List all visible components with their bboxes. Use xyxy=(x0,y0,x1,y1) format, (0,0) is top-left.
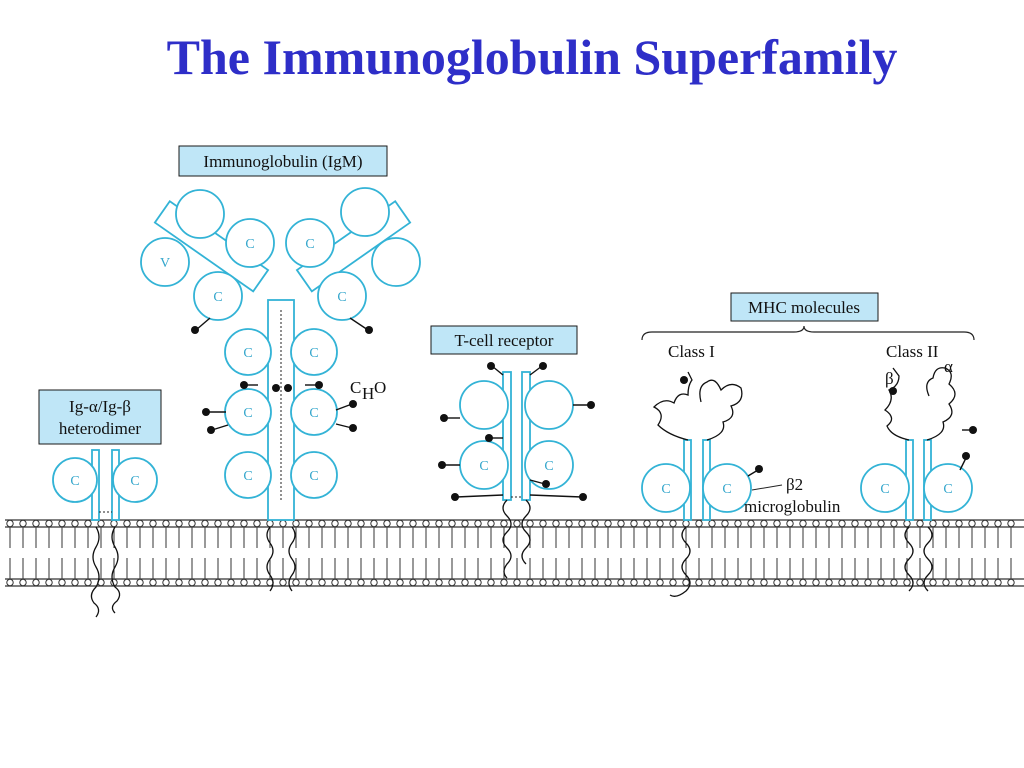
ig-alpha-beta-label-box xyxy=(38,389,162,445)
carbohydrate-label-h: H xyxy=(362,384,374,403)
ig-alpha-c-domain xyxy=(52,457,98,503)
domain-label: C xyxy=(213,290,222,305)
domain-label: C xyxy=(309,346,318,361)
igm-label: Immunoglobulin (IgM) xyxy=(203,152,362,171)
lipid-heads-inner xyxy=(6,558,1015,587)
igm-c-domain xyxy=(290,388,338,436)
mhc-label-box xyxy=(730,292,879,322)
domain-label: C xyxy=(544,459,553,474)
ig-alpha-beta-label-line2: heterodimer xyxy=(59,419,141,438)
domain-label: C xyxy=(661,482,670,497)
tcr-label: T-cell receptor xyxy=(455,331,554,350)
igm-c-domain xyxy=(224,328,272,376)
tcr-v-domain xyxy=(459,380,509,430)
mhc-label: MHC molecules xyxy=(748,298,860,317)
igm-v-domain-light-right xyxy=(371,237,421,287)
domain-label: V xyxy=(160,256,170,271)
domain-label: C xyxy=(305,237,314,252)
mhc-class1-label: Class I xyxy=(668,342,715,361)
domain-label: C xyxy=(243,346,252,361)
mhc-bracket xyxy=(641,325,975,341)
mhc-molecules: MHC molecules Class I Class II C C β2 mi… xyxy=(641,292,977,597)
cell-membrane xyxy=(5,519,1024,587)
ig-beta-c-domain xyxy=(112,457,158,503)
igm-c-domain xyxy=(225,218,275,268)
domain-label: C xyxy=(309,406,318,421)
mhc-class2-alpha-label: α xyxy=(944,357,953,376)
tcr-label-box xyxy=(430,325,578,355)
igm-c-domain xyxy=(290,451,338,499)
igm-label-box xyxy=(178,145,388,177)
domain-label: C xyxy=(245,237,254,252)
mhc-class2-beta-label: β xyxy=(885,369,894,388)
t-cell-receptor: T-cell receptor C C xyxy=(430,325,595,579)
domain-label: C xyxy=(243,469,252,484)
lipid-heads-outer xyxy=(6,519,1015,548)
igm-c-domain xyxy=(224,451,272,499)
tcr-c-domain xyxy=(524,440,574,490)
tcr-v-domain xyxy=(524,380,574,430)
domain-label: C xyxy=(479,459,488,474)
igm-c-domain xyxy=(285,218,335,268)
domain-label: C xyxy=(70,474,79,489)
domain-label: C xyxy=(943,482,952,497)
igm-c-domain xyxy=(290,328,338,376)
ig-alpha-beta-heterodimer: Ig-α/Ig-β heterodimer C C xyxy=(38,389,162,618)
mhc-class1-alpha3-domain xyxy=(641,463,691,513)
beta2-microglobulin-label-line2: microglobulin xyxy=(744,497,841,516)
beta2-microglobulin-label-line1: β2 xyxy=(786,475,803,494)
igm-c-domain xyxy=(193,271,243,321)
beta2-microglobulin-domain xyxy=(702,463,752,513)
domain-label: C xyxy=(722,482,731,497)
mhc-class2-alpha2-domain xyxy=(923,463,973,513)
domain-label: C xyxy=(130,474,139,489)
mhc-class2-beta2-domain xyxy=(860,463,910,513)
igm-v-domain-heavy-right xyxy=(340,187,390,237)
mhc-class2-label: Class II xyxy=(886,342,939,361)
immunoglobulin-igm: Immunoglobulin (IgM) V C C C C C C C xyxy=(140,145,421,592)
domain-label: C xyxy=(309,469,318,484)
carbohydrate-label-c: C xyxy=(350,378,361,397)
domain-label: C xyxy=(337,290,346,305)
domain-label: C xyxy=(243,406,252,421)
igm-v-domain-heavy-left xyxy=(175,189,225,239)
domain-label: C xyxy=(880,482,889,497)
igm-c-domain xyxy=(317,271,367,321)
page-title: The Immunoglobulin Superfamily xyxy=(166,29,898,85)
igm-v-domain-light-left xyxy=(140,237,190,287)
ig-alpha-beta-label-line1: Ig-α/Ig-β xyxy=(69,397,131,416)
carbohydrate-label-o: O xyxy=(374,378,386,397)
